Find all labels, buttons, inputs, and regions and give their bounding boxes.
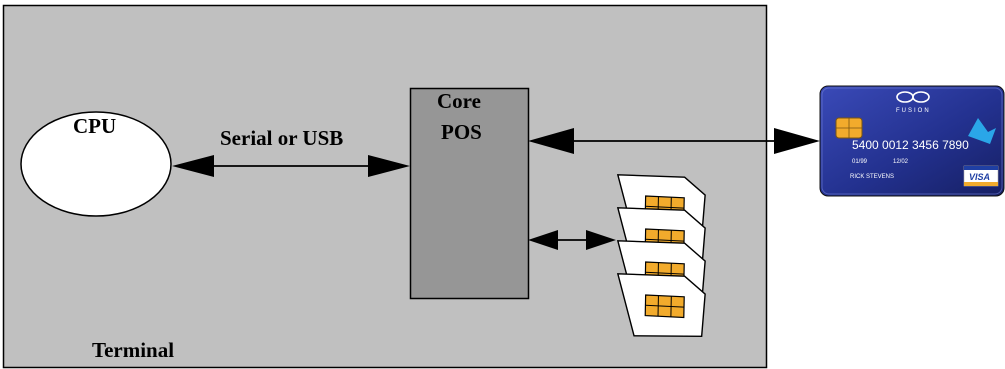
- smart-card: FUSION 5400 0012 3456 7890 01/99 12/02 R…: [819, 85, 1005, 197]
- card-holder: RICK STEVENS: [850, 174, 894, 180]
- terminal-label: Terminal: [92, 338, 174, 362]
- card-date-left: 01/99: [852, 159, 868, 165]
- card-network: VISA: [969, 172, 990, 182]
- card-number: 5400 0012 3456 7890: [852, 138, 969, 152]
- core-pos-box: [409, 87, 530, 300]
- card-date-right: 12/02: [893, 159, 909, 165]
- cpu-node: [20, 111, 172, 217]
- link-label: Serial or USB: [220, 126, 343, 150]
- card-hologram-icon: [968, 118, 996, 144]
- sim-link-arrow: [528, 230, 616, 250]
- card-chip-icon: [835, 117, 863, 139]
- core-pos-label-line2: POS: [441, 120, 482, 144]
- serial-usb-arrow: [172, 155, 410, 177]
- core-pos-label-line1: Core: [437, 89, 481, 113]
- card-link-arrow: [528, 128, 820, 154]
- card-brand: FUSION: [896, 108, 931, 114]
- cpu-label: CPU: [73, 114, 116, 138]
- card-logo-icon: [896, 91, 930, 103]
